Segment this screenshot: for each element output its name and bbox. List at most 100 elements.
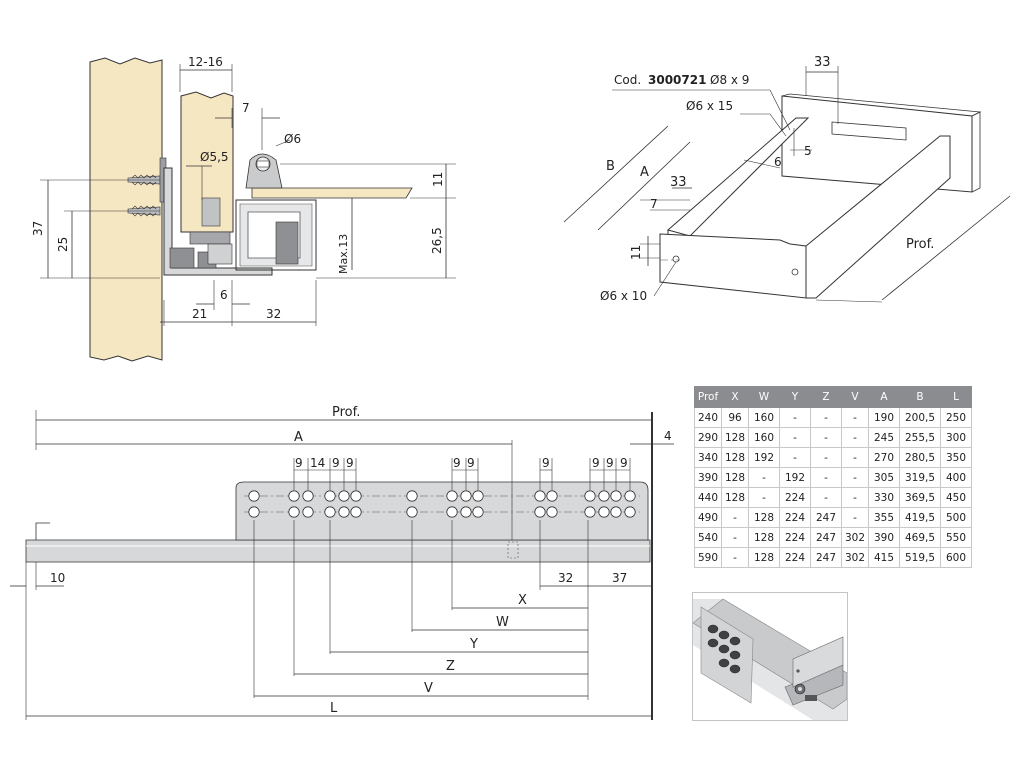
cabinet-rail-body — [25, 539, 651, 563]
mounting-hole — [302, 490, 314, 502]
table-cell: 128 — [721, 427, 749, 448]
table-cell: 128 — [721, 467, 749, 488]
mounting-hole — [248, 490, 260, 502]
table-cell: 160 — [748, 427, 780, 448]
drawer-side-panel — [180, 91, 234, 233]
spacing-9: 9 — [295, 456, 303, 470]
table-cell: 224 — [779, 547, 811, 568]
dim-32-bottom: 32 — [558, 571, 573, 585]
mounting-hole — [624, 506, 636, 518]
table-cell: - — [810, 407, 842, 428]
dim-prof-iso: Prof. — [906, 237, 934, 252]
mounting-hole — [288, 506, 300, 518]
table-cell: 160 — [748, 407, 780, 428]
mounting-hole — [610, 506, 622, 518]
spacing-9: 9 — [542, 456, 550, 470]
mounting-hole — [446, 506, 458, 518]
table-cell: 224 — [779, 487, 811, 508]
mounting-hole — [546, 506, 558, 518]
mounting-hole — [406, 490, 418, 502]
mounting-hole — [534, 490, 546, 502]
table-cell: - — [841, 467, 869, 488]
mounting-hole — [248, 506, 260, 518]
table-cell: 128 — [721, 487, 749, 508]
dim-37-bottom: 37 — [612, 571, 627, 585]
dim-w: W — [496, 615, 509, 630]
mounting-hole — [338, 490, 350, 502]
dim-11-iso: 11 — [629, 245, 643, 260]
table-cell: - — [748, 467, 780, 488]
dim-x: X — [518, 593, 527, 608]
spacing-9: 9 — [620, 456, 628, 470]
mounting-hole — [460, 506, 472, 518]
mounting-holes — [248, 490, 636, 518]
cod-number: 3000721 — [648, 73, 706, 87]
table-cell: 300 — [940, 427, 972, 448]
dim-12-16: 12-16 — [188, 55, 223, 69]
dim-10: 10 — [50, 571, 65, 585]
rail-elevation-view: Prof. A 4 10 32 37 X W Y Z V L 9 14 9 9 … — [10, 405, 674, 720]
mounting-hole — [534, 506, 546, 518]
mounting-hole — [288, 490, 300, 502]
table-cell: 369,5 — [899, 487, 941, 508]
spacing-9: 9 — [332, 456, 340, 470]
mounting-hole — [472, 490, 484, 502]
col-header-prof: Prof — [694, 386, 722, 408]
mounting-hole — [472, 506, 484, 518]
dim-a: A — [640, 165, 649, 180]
cabinet-wall — [89, 57, 163, 362]
hole-6x15: Ø6 x 15 — [686, 99, 733, 113]
table-cell: 415 — [868, 547, 900, 568]
col-header-v: V — [841, 386, 869, 408]
table-cell: - — [810, 427, 842, 448]
table-cell: 128 — [748, 547, 780, 568]
dim-prof: Prof. — [332, 405, 360, 420]
cod-prefix: Cod. — [614, 73, 641, 87]
dim-a-bottom: A — [294, 430, 303, 445]
dim-7-iso: 7 — [650, 197, 658, 211]
table-cell: 305 — [868, 467, 900, 488]
mounting-hole — [446, 490, 458, 502]
dim-y: Y — [469, 637, 478, 652]
table-cell: 128 — [748, 527, 780, 548]
drawer-bottom-panel — [251, 187, 413, 199]
product-detail-image — [692, 592, 848, 721]
table-cell: 200,5 — [899, 407, 941, 428]
table-header-row: Prof X W Y Z V A B L — [694, 386, 972, 408]
table-cell: 247 — [810, 547, 842, 568]
table-cell: 400 — [940, 467, 972, 488]
spacing-9: 9 — [467, 456, 475, 470]
table-cell: 247 — [810, 527, 842, 548]
table-cell: 600 — [940, 547, 972, 568]
table-cell: 96 — [721, 407, 749, 428]
table-cell: 190 — [868, 407, 900, 428]
table-cell: - — [810, 467, 842, 488]
table-cell: 355 — [868, 507, 900, 528]
dim-33-top: 33 — [814, 55, 831, 70]
table-cell: 302 — [841, 547, 869, 568]
table-cell: 450 — [940, 487, 972, 508]
table-cell: - — [841, 407, 869, 428]
table-cell: 192 — [779, 467, 811, 488]
table-cell: 245 — [868, 427, 900, 448]
mounting-hole — [338, 506, 350, 518]
dim-max-13: Max.13 — [337, 234, 350, 274]
isometric-view: Cod. 3000721 Ø8 x 9 Ø6 x 15 33 5 6 B A 3… — [563, 55, 1011, 303]
dim-25: 25 — [56, 237, 70, 252]
dim-11: 11 — [431, 172, 445, 187]
hole-8x9: Ø8 x 9 — [710, 73, 749, 87]
col-header-w: W — [748, 386, 780, 408]
spacing-9: 9 — [606, 456, 614, 470]
table-cell: - — [841, 507, 869, 528]
col-header-l: L — [940, 386, 972, 408]
table-cell: 319,5 — [899, 467, 941, 488]
dim-32: 32 — [266, 307, 281, 321]
table-cell: 270 — [868, 447, 900, 468]
mounting-hole — [584, 490, 596, 502]
side-section-view: 12-16 7 Ø6 Ø5,5 11 37 25 26,5 Max.13 6 2… — [31, 55, 456, 362]
